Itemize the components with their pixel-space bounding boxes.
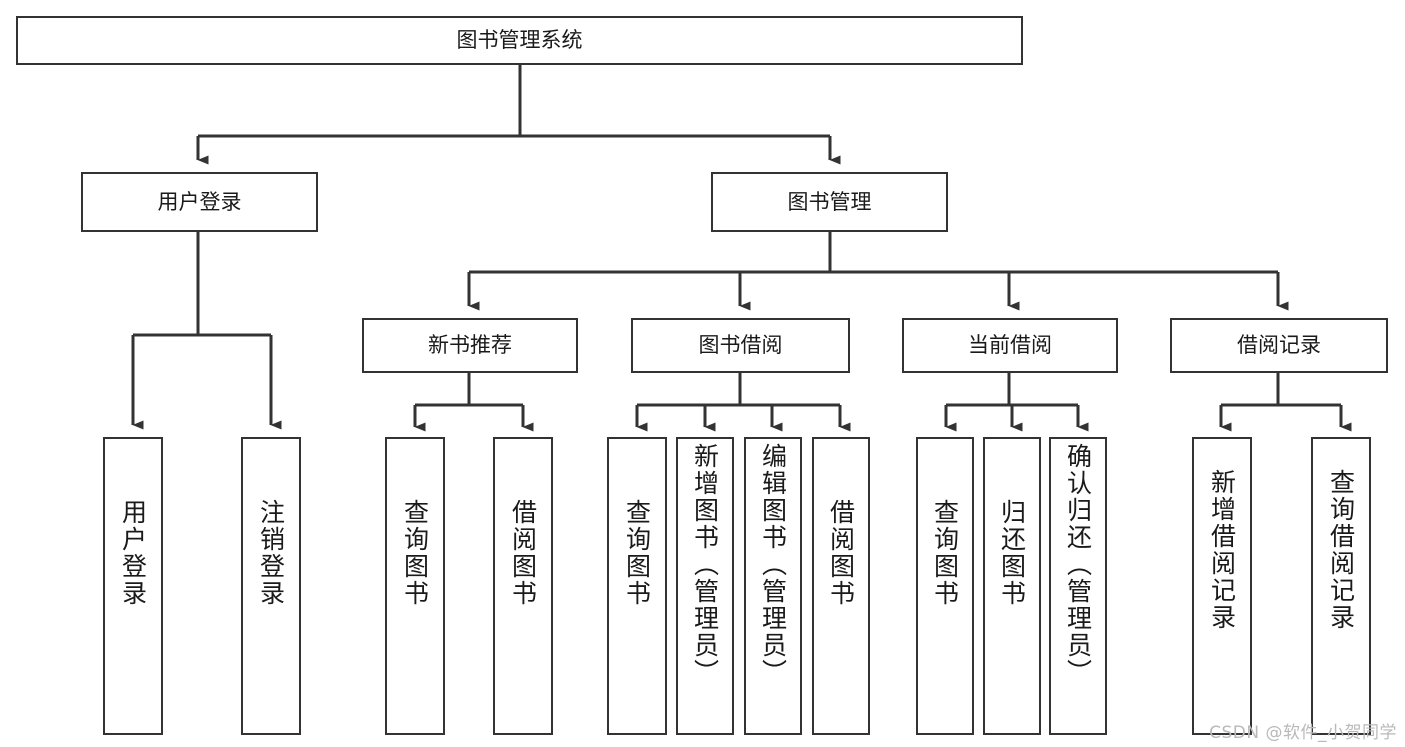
- leaf-book-borrow-add-book-admin[interactable]: 新增图书（管理员）: [676, 437, 734, 735]
- leaf-current-borrow-return-book[interactable]: 归还图书: [983, 437, 1041, 735]
- node-current-borrow[interactable]: 当前借阅: [902, 318, 1118, 373]
- leaf-label-book-borrow-borrow-book: 借阅图书: [826, 499, 856, 607]
- leaf-label-new-book-borrow-book: 借阅图书: [508, 499, 538, 607]
- node-label-book-management: 图书管理: [787, 189, 872, 214]
- leaf-user-login-logout[interactable]: 注销登录: [241, 437, 301, 735]
- leaf-label-book-borrow-query-book: 查询图书: [622, 499, 652, 607]
- leaf-current-borrow-confirm-return-admin[interactable]: 确认归还（管理员）: [1049, 437, 1107, 735]
- leaf-user-login-login[interactable]: 用户登录: [103, 437, 163, 735]
- node-label-new-book-recommendation: 新书推荐: [428, 333, 512, 358]
- node-label-root: 图书管理系统: [456, 28, 583, 53]
- node-label-current-borrow: 当前借阅: [968, 333, 1052, 358]
- leaf-book-borrow-edit-book-admin[interactable]: 编辑图书（管理员）: [744, 437, 802, 735]
- leaf-book-borrow-query-book[interactable]: 查询图书: [607, 437, 667, 735]
- leaf-book-borrow-borrow-book[interactable]: 借阅图书: [812, 437, 870, 735]
- leaf-label-borrow-record-query-record: 查询借阅记录: [1326, 469, 1356, 631]
- leaf-label-current-borrow-query-book: 查询图书: [930, 499, 960, 607]
- leaf-label-book-borrow-edit-book-admin: 编辑图书（管理员）: [758, 443, 788, 686]
- node-book-borrow[interactable]: 图书借阅: [631, 318, 850, 373]
- leaf-borrow-record-query-record[interactable]: 查询借阅记录: [1311, 437, 1371, 735]
- node-borrow-record[interactable]: 借阅记录: [1170, 318, 1388, 373]
- leaf-new-book-borrow-book[interactable]: 借阅图书: [493, 437, 553, 735]
- node-label-borrow-record: 借阅记录: [1237, 333, 1321, 358]
- leaf-label-user-login-login: 用户登录: [118, 499, 148, 607]
- node-user-login[interactable]: 用户登录: [81, 172, 318, 232]
- connectors: [131, 65, 1352, 432]
- watermark-text: CSDN @软件_小贺同学: [1209, 723, 1397, 743]
- node-label-book-borrow: 图书借阅: [698, 333, 783, 358]
- node-root-book-management-system[interactable]: 图书管理系统: [16, 16, 1023, 65]
- leaf-label-user-login-logout: 注销登录: [256, 499, 286, 607]
- leaf-label-borrow-record-add-record: 新增借阅记录: [1207, 469, 1237, 631]
- leaf-label-current-borrow-return-book: 归还图书: [997, 499, 1027, 607]
- leaf-label-new-book-query-book: 查询图书: [400, 499, 430, 607]
- node-book-management[interactable]: 图书管理: [711, 172, 948, 232]
- leaf-borrow-record-add-record[interactable]: 新增借阅记录: [1192, 437, 1252, 735]
- leaf-label-current-borrow-confirm-return-admin: 确认归还（管理员）: [1063, 443, 1093, 686]
- leaf-label-book-borrow-add-book-admin: 新增图书（管理员）: [690, 443, 720, 686]
- leaf-current-borrow-query-book[interactable]: 查询图书: [916, 437, 974, 735]
- leaf-new-book-query-book[interactable]: 查询图书: [385, 437, 445, 735]
- node-label-user-login: 用户登录: [157, 189, 242, 214]
- node-new-book-recommendation[interactable]: 新书推荐: [362, 318, 578, 373]
